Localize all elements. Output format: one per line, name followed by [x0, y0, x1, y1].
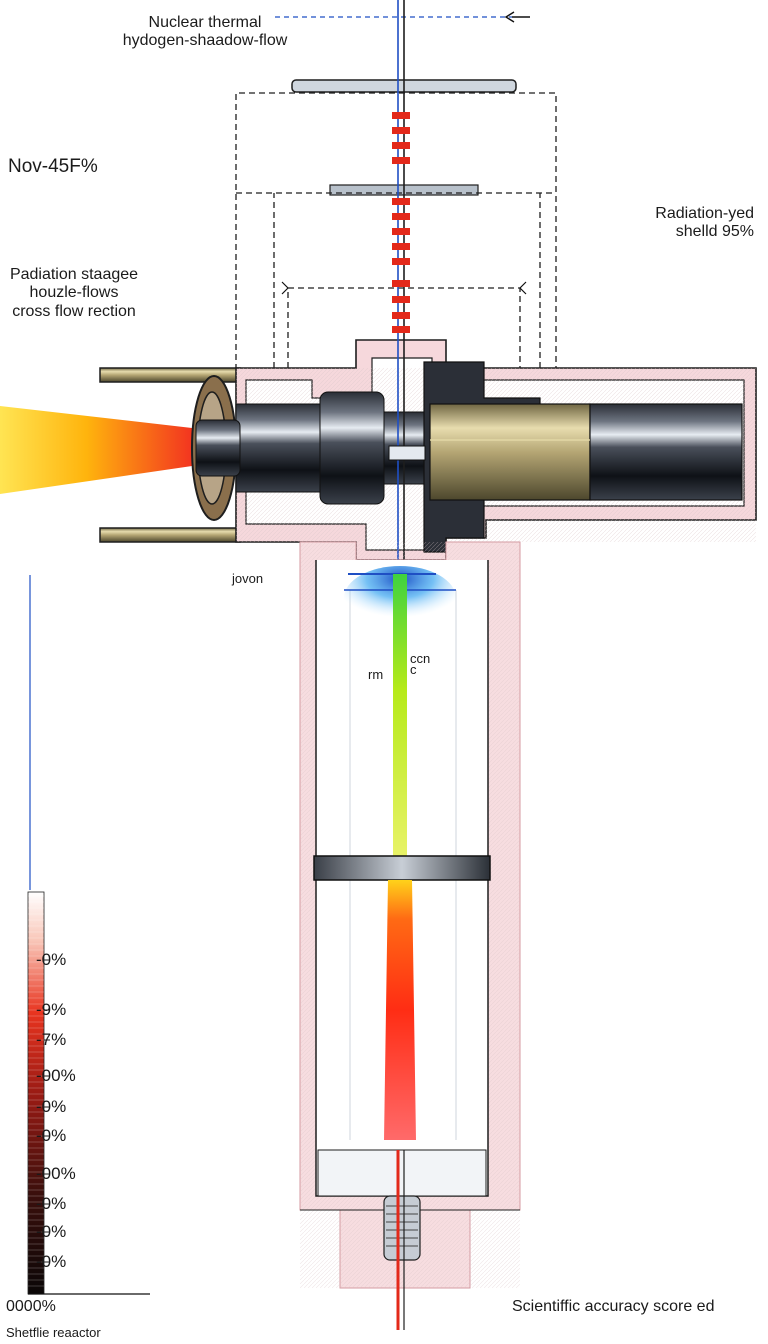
left-steel-cylinder: [191, 375, 425, 521]
right-label-line-2: shelld 95%: [675, 223, 754, 241]
scale-tick-label: -0%: [36, 1252, 67, 1271]
ccn-label: ccn c: [410, 651, 431, 678]
title-line-1: Nuclear thermal: [148, 14, 262, 31]
scale-bottom-label: 0000%: [6, 1298, 56, 1315]
top-left-value: Nov-45F%: [8, 156, 98, 177]
exhaust-flame: [0, 406, 192, 494]
top-arrow: [275, 11, 530, 23]
scale-tick-label: -7%: [36, 1030, 67, 1049]
jovon-label: jovon: [232, 571, 264, 586]
right-label: Radiation-yed shelld 95%: [600, 205, 754, 242]
red-segment-markers: [392, 112, 410, 333]
left-label-line-1: Padiation staagee: [9, 266, 139, 283]
scale-tick-lines: [28, 895, 50, 1287]
scale-tick-label: -0%: [36, 1126, 67, 1145]
left-label-line-2: houzle-flows: [29, 284, 119, 302]
scale-tick-label: -0%: [36, 1194, 67, 1213]
title-label: Nuclear thermal hydogen-shaadow-flow: [120, 14, 290, 51]
scale-tick-label: -0%: [36, 1222, 67, 1241]
bottom-right-label: Scientiffic accuracy score ed: [512, 1298, 715, 1315]
scale-tick-label: -0%: [36, 1097, 67, 1116]
radiation-scale: [27, 575, 150, 1295]
right-label-line-1: Radiation-yed: [655, 205, 754, 222]
ccn-bottom: c: [410, 661, 417, 677]
core-beam-red: [384, 880, 416, 1140]
scale-tick-label: -00%: [36, 1066, 76, 1085]
scale-tick-label: -0%: [36, 950, 67, 969]
left-label: Padiation staagee houzle-flows cross flo…: [0, 266, 148, 321]
bottom-bolt: [383, 1150, 421, 1330]
bottom-left-label: Shetflie reaactor: [6, 1325, 101, 1340]
ccn-top: ccn: [410, 651, 431, 666]
title-line-2: hydogen-shaadow-flow: [122, 32, 288, 50]
right-assembly: [423, 361, 743, 553]
left-label-line-3: cross flow rection: [12, 302, 136, 320]
scale-tick-label: -00%: [36, 1164, 76, 1183]
core-beam-green: [393, 574, 407, 864]
rm-label: rm: [368, 667, 384, 682]
support-ring: [313, 855, 491, 881]
scale-tick-label: -9%: [36, 1000, 67, 1019]
